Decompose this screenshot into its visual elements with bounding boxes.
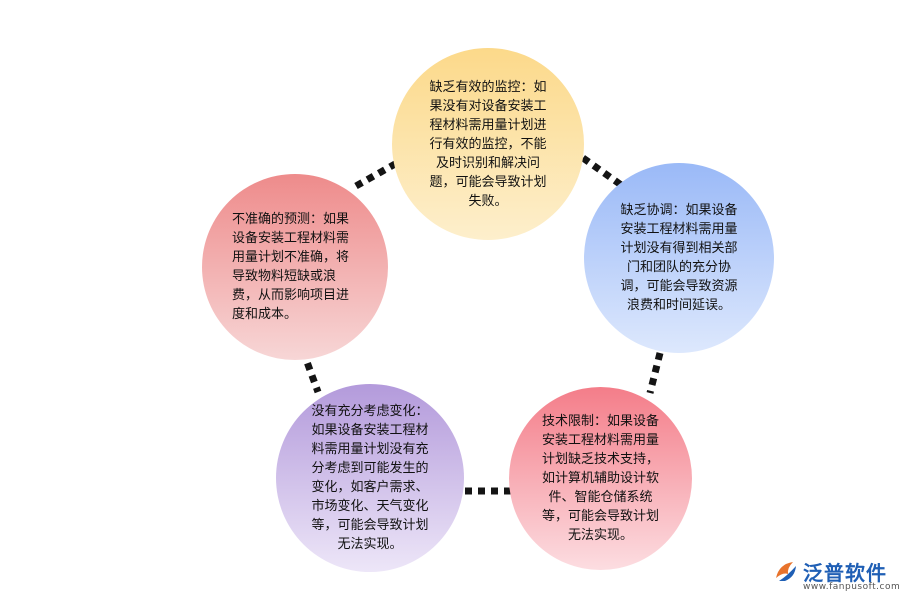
node-ignored-changes-text: 没有充分考虑变化：如果设备安装工程材料需用量计划没有充分考虑到可能发生的变化，如… xyxy=(311,404,429,552)
connector-right-bottomright xyxy=(646,352,664,394)
logo-name: 泛普软件 xyxy=(803,561,887,585)
node-inaccurate-forecast-text: 不准确的预测：如果设备安装工程材料需用量计划不准确，将导致物料短缺或浪费，从而影… xyxy=(232,212,350,322)
logo-url: www.fanpusoft.com xyxy=(803,582,900,592)
node-lack-of-monitoring-text: 缺乏有效的监控：如果没有对设备安装工程材料需用量计划进行有效的监控，不能及时识别… xyxy=(429,79,547,209)
connector-top-right xyxy=(580,155,627,190)
node-lack-of-coordination-text: 缺乏协调：如果设备安装工程材料需用量计划没有得到相关部门和团队的充分协调，可能会… xyxy=(620,203,738,313)
node-technical-limits-text: 技术限制：如果设备安装工程材料需用量计划缺乏技术支持，如计算机辅助设计软件、智能… xyxy=(541,414,659,543)
node-lack-of-coordination: 缺乏协调：如果设备安装工程材料需用量计划没有得到相关部门和团队的充分协调，可能会… xyxy=(584,163,774,353)
node-technical-limits: 技术限制：如果设备安装工程材料需用量计划缺乏技术支持，如计算机辅助设计软件、智能… xyxy=(509,387,692,570)
node-inaccurate-forecast: 不准确的预测：如果设备安装工程材料需用量计划不准确，将导致物料短缺或浪费，从而影… xyxy=(202,174,388,360)
brand-logo: 泛普软件 www.fanpusoft.com xyxy=(773,554,900,596)
node-lack-of-monitoring: 缺乏有效的监控：如果没有对设备安装工程材料需用量计划进行有效的监控，不能及时识别… xyxy=(392,48,584,240)
logo-mark-icon xyxy=(776,562,796,581)
node-ignored-changes: 没有充分考虑变化：如果设备安装工程材料需用量计划没有充分考虑到可能发生的变化，如… xyxy=(276,384,464,572)
